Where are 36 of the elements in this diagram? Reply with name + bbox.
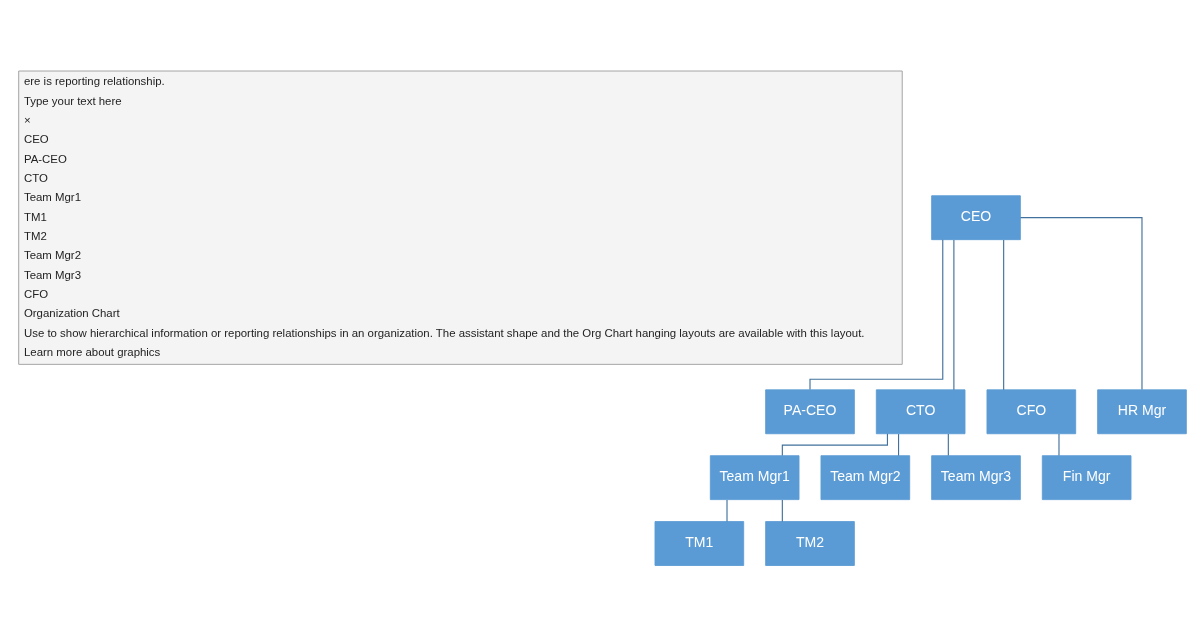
label: TM2 xyxy=(23,229,47,242)
connector xyxy=(953,238,955,390)
connector xyxy=(726,498,728,522)
node-box: CFO xyxy=(986,388,1077,434)
label: CEO xyxy=(23,132,49,145)
connector xyxy=(781,498,783,522)
node-box: Team Mgr3 xyxy=(931,454,1021,500)
connector xyxy=(1058,433,1060,456)
node-box: HR Mgr xyxy=(1097,388,1187,434)
label: CFO xyxy=(23,287,49,300)
node-box: TM2 xyxy=(765,520,855,566)
node-box: Team Mgr1 xyxy=(709,454,800,500)
label: Organization Chart xyxy=(23,306,120,319)
node-box: CTO xyxy=(875,388,966,434)
connector xyxy=(947,433,949,456)
label: ere is reporting relationship. xyxy=(23,74,165,87)
label: Team Mgr3 xyxy=(23,268,82,281)
label: Team Mgr2 xyxy=(23,248,82,261)
connector xyxy=(1003,238,1005,390)
label: TM1 xyxy=(23,210,47,223)
label: × xyxy=(23,113,31,126)
connector xyxy=(781,432,888,456)
connector xyxy=(898,433,900,456)
node-box: TM1 xyxy=(654,520,745,566)
node-box: Fin Mgr xyxy=(1041,454,1132,500)
label: Learn more about graphics xyxy=(23,345,161,358)
connector xyxy=(809,238,944,390)
node-box: PA-CEO xyxy=(765,388,855,434)
label: Use to show hierarchical information or reporting relationships in an organization. The assistant shape and the Org Chart hanging layouts are available with this layout. xyxy=(23,326,865,339)
label: PA-CEO xyxy=(23,152,67,165)
node-box: Team Mgr2 xyxy=(820,454,911,500)
label: Team Mgr1 xyxy=(23,190,82,203)
label: CTO xyxy=(23,171,48,184)
node-box: CEO xyxy=(931,194,1021,240)
label: Type your text here xyxy=(23,94,122,107)
connector xyxy=(1019,216,1143,390)
